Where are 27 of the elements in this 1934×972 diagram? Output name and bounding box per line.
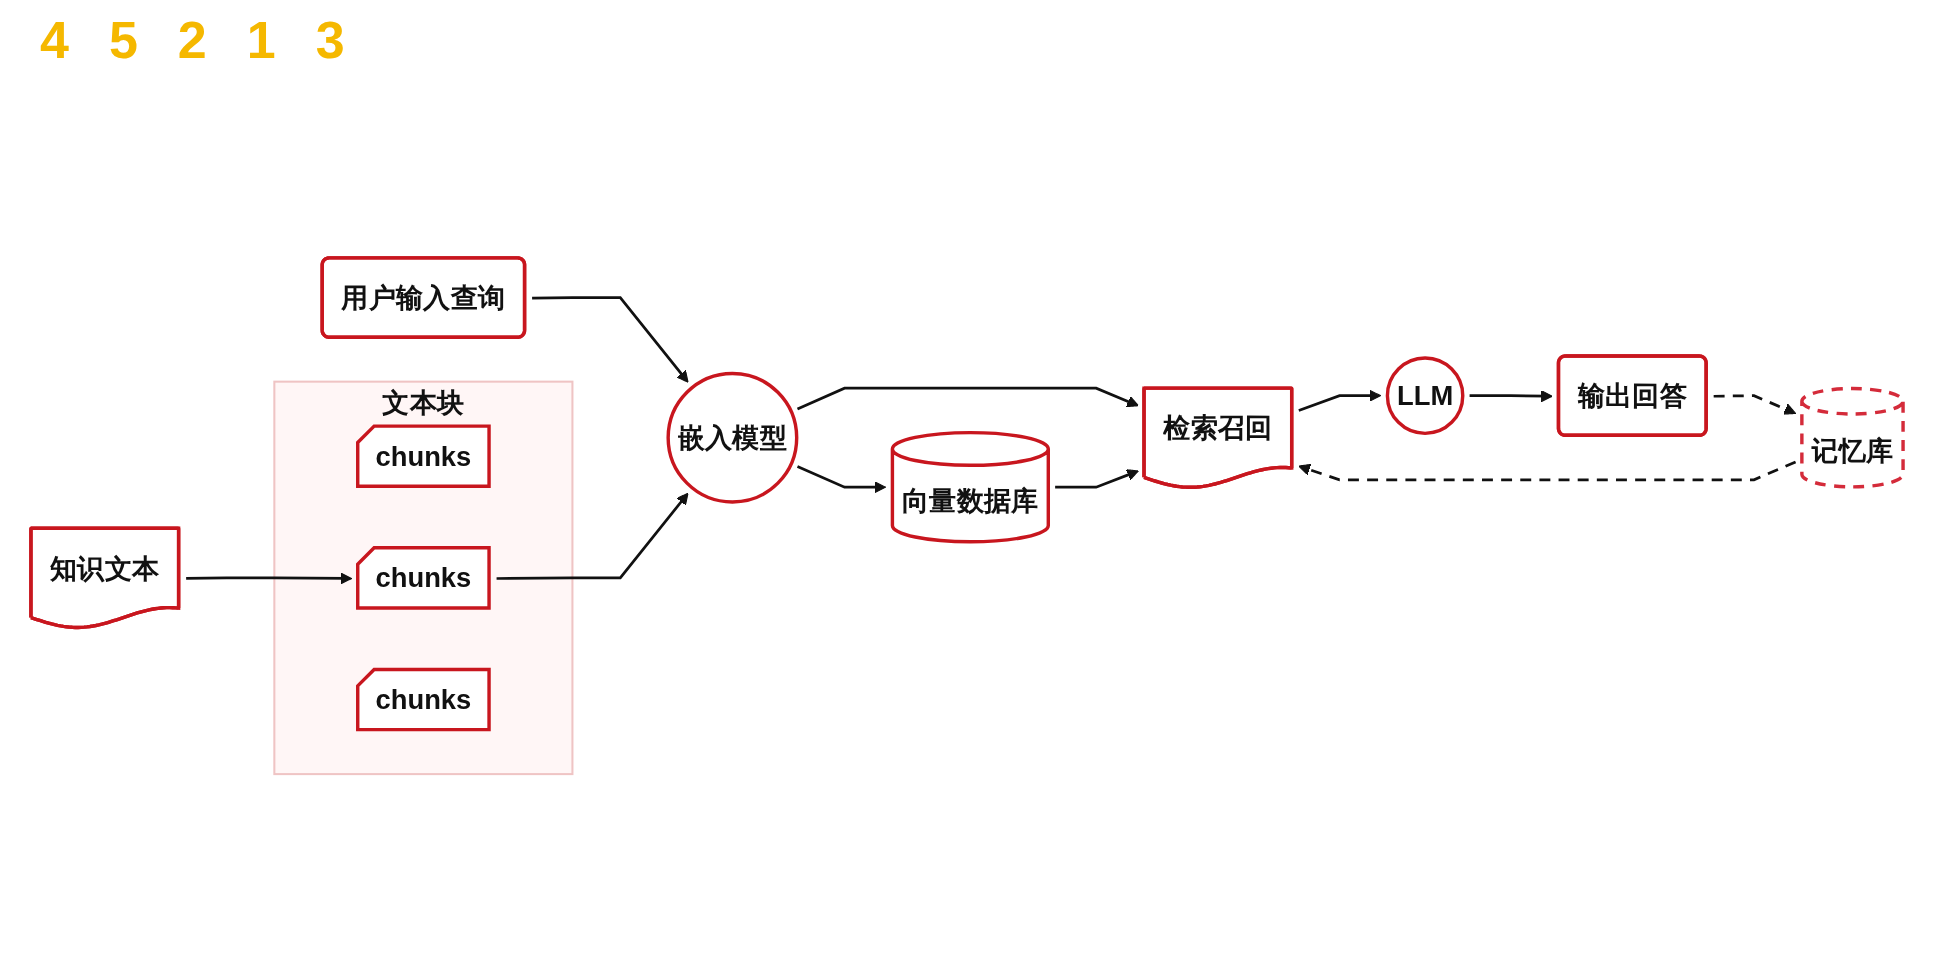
chunk-card: chunks	[356, 546, 491, 610]
database-cylinder: 向量数据库	[890, 431, 1050, 544]
arrow	[796, 465, 887, 494]
dashed-arrow	[1713, 394, 1797, 415]
circle-node: LLM	[1385, 356, 1465, 436]
arrow	[1298, 389, 1382, 412]
arrow	[496, 492, 689, 580]
chunk-card: chunks	[356, 667, 491, 732]
step-number: 3	[315, 14, 345, 66]
step-number: 2	[177, 14, 207, 66]
arrow	[796, 386, 1139, 411]
arrow	[1469, 390, 1553, 403]
step-number: 4	[40, 14, 69, 66]
dashed-arrow	[1298, 460, 1797, 482]
arrow	[532, 296, 689, 383]
step-number: 5	[108, 14, 138, 66]
arrow	[1055, 469, 1139, 489]
database-cylinder: 记忆库	[1800, 386, 1905, 489]
arrow	[186, 572, 353, 585]
process-box: 用户输入查询	[320, 256, 527, 339]
process-box: 输出回答	[1556, 354, 1708, 438]
document-shape: 检索召回	[1142, 386, 1294, 489]
group-title: 文本块	[382, 387, 465, 418]
document-shape: 知识文本	[29, 526, 181, 630]
circle-node: 嵌入模型	[666, 371, 799, 504]
chunk-card: chunks	[356, 424, 491, 488]
step-number: 1	[246, 14, 276, 66]
